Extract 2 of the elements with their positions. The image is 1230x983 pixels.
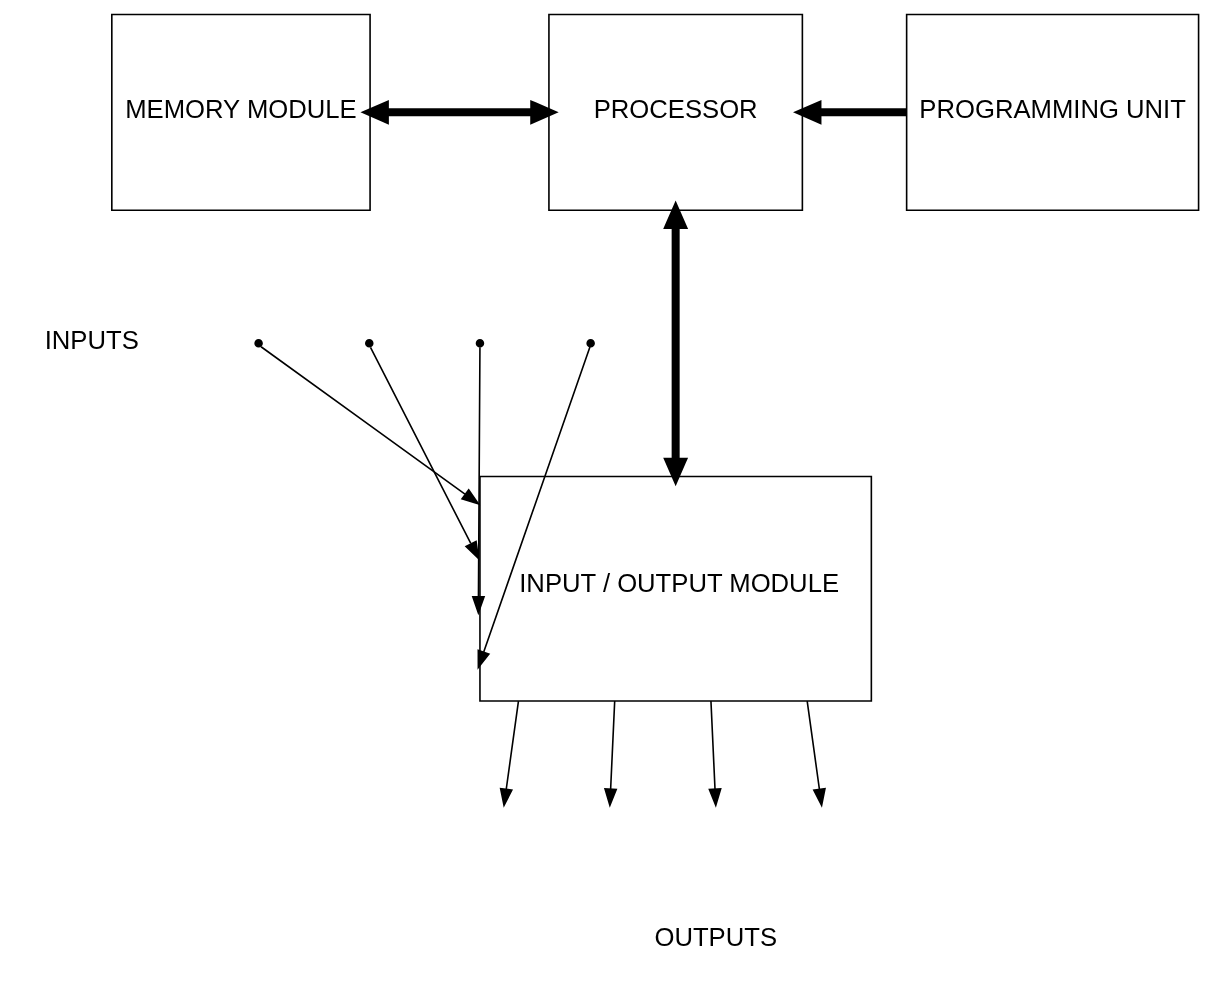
label: INPUTS [44, 326, 139, 355]
label: OUTPUTS [653, 922, 777, 951]
